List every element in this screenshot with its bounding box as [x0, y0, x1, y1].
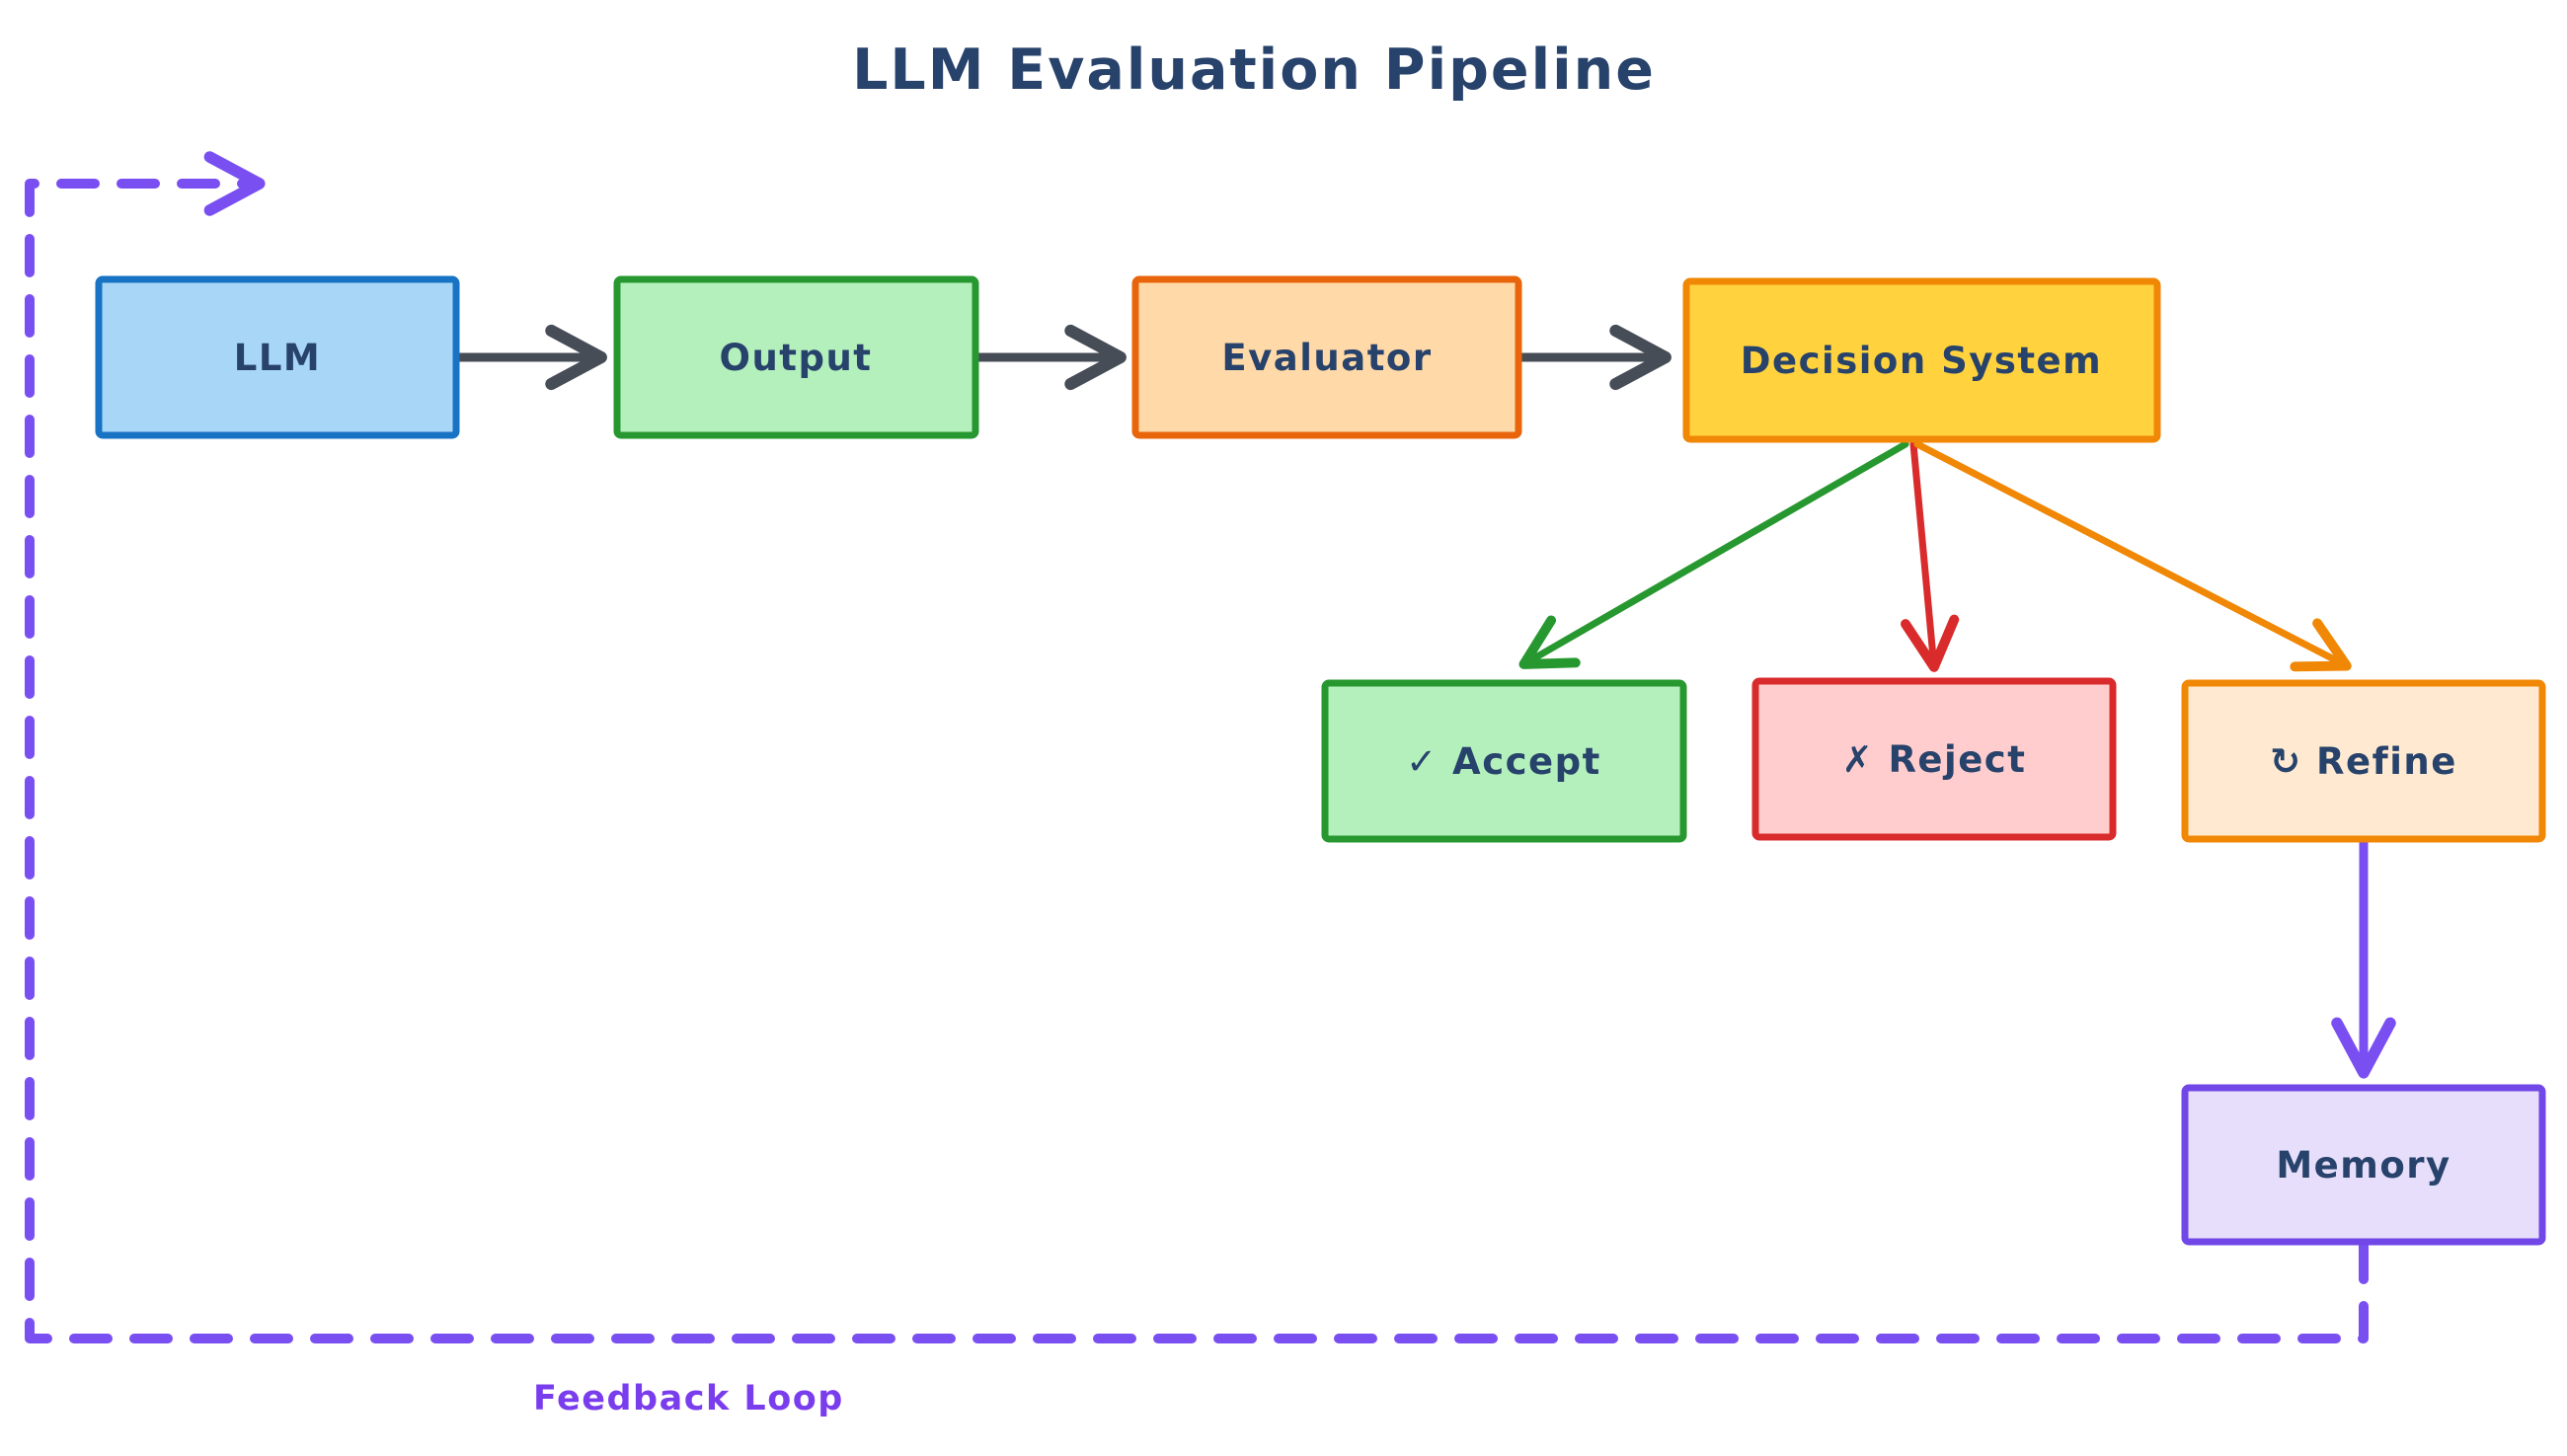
node-refine-box	[2181, 679, 2546, 843]
page-title: LLM Evaluation Pipeline	[852, 38, 1656, 103]
node-accept: ✓ Accept	[1321, 679, 1687, 843]
node-evaluator: Evaluator	[1131, 275, 1522, 439]
node-reject-label: ✗ Reject	[1842, 738, 2027, 781]
node-output: Output	[613, 275, 979, 439]
node-memory: Memory	[2181, 1084, 2546, 1246]
edge-decision-to-accept	[1518, 440, 1909, 669]
node-llm-label: LLM	[234, 337, 321, 379]
node-decision-system: Decision System	[1682, 277, 2161, 443]
node-reject: ✗ Reject	[1751, 677, 2117, 841]
edge-decision-to-reject-path	[1901, 440, 1960, 672]
node-accept-box	[1321, 679, 1687, 843]
node-decision-system-label: Decision System	[1741, 340, 2102, 382]
node-evaluator-box	[1131, 275, 1522, 439]
node-evaluator-label: Evaluator	[1221, 337, 1432, 379]
feedback-loop-label: Feedback Loop	[533, 1379, 844, 1418]
feedback-loop-path	[25, 151, 2369, 1343]
node-memory-box	[2181, 1084, 2546, 1246]
node-accept-label: ✓ Accept	[1406, 740, 1601, 783]
node-refine-label: ↻ Refine	[2270, 740, 2457, 783]
node-llm-box	[95, 275, 460, 439]
edge-decision-to-reject	[1901, 440, 1960, 672]
node-refine: ↻ Refine	[2181, 679, 2546, 843]
edge-decision-to-refine-path	[1913, 440, 2352, 672]
feedback-loop-edge	[25, 151, 2369, 1343]
node-llm: LLM	[95, 275, 460, 439]
edge-decision-to-accept-path	[1518, 440, 1909, 669]
node-memory-label: Memory	[2276, 1144, 2450, 1187]
edge-decision-to-refine	[1913, 440, 2352, 672]
node-output-box	[613, 275, 979, 439]
node-reject-box	[1751, 677, 2117, 841]
node-decision-system-box	[1682, 277, 2161, 443]
node-output-label: Output	[720, 337, 873, 379]
